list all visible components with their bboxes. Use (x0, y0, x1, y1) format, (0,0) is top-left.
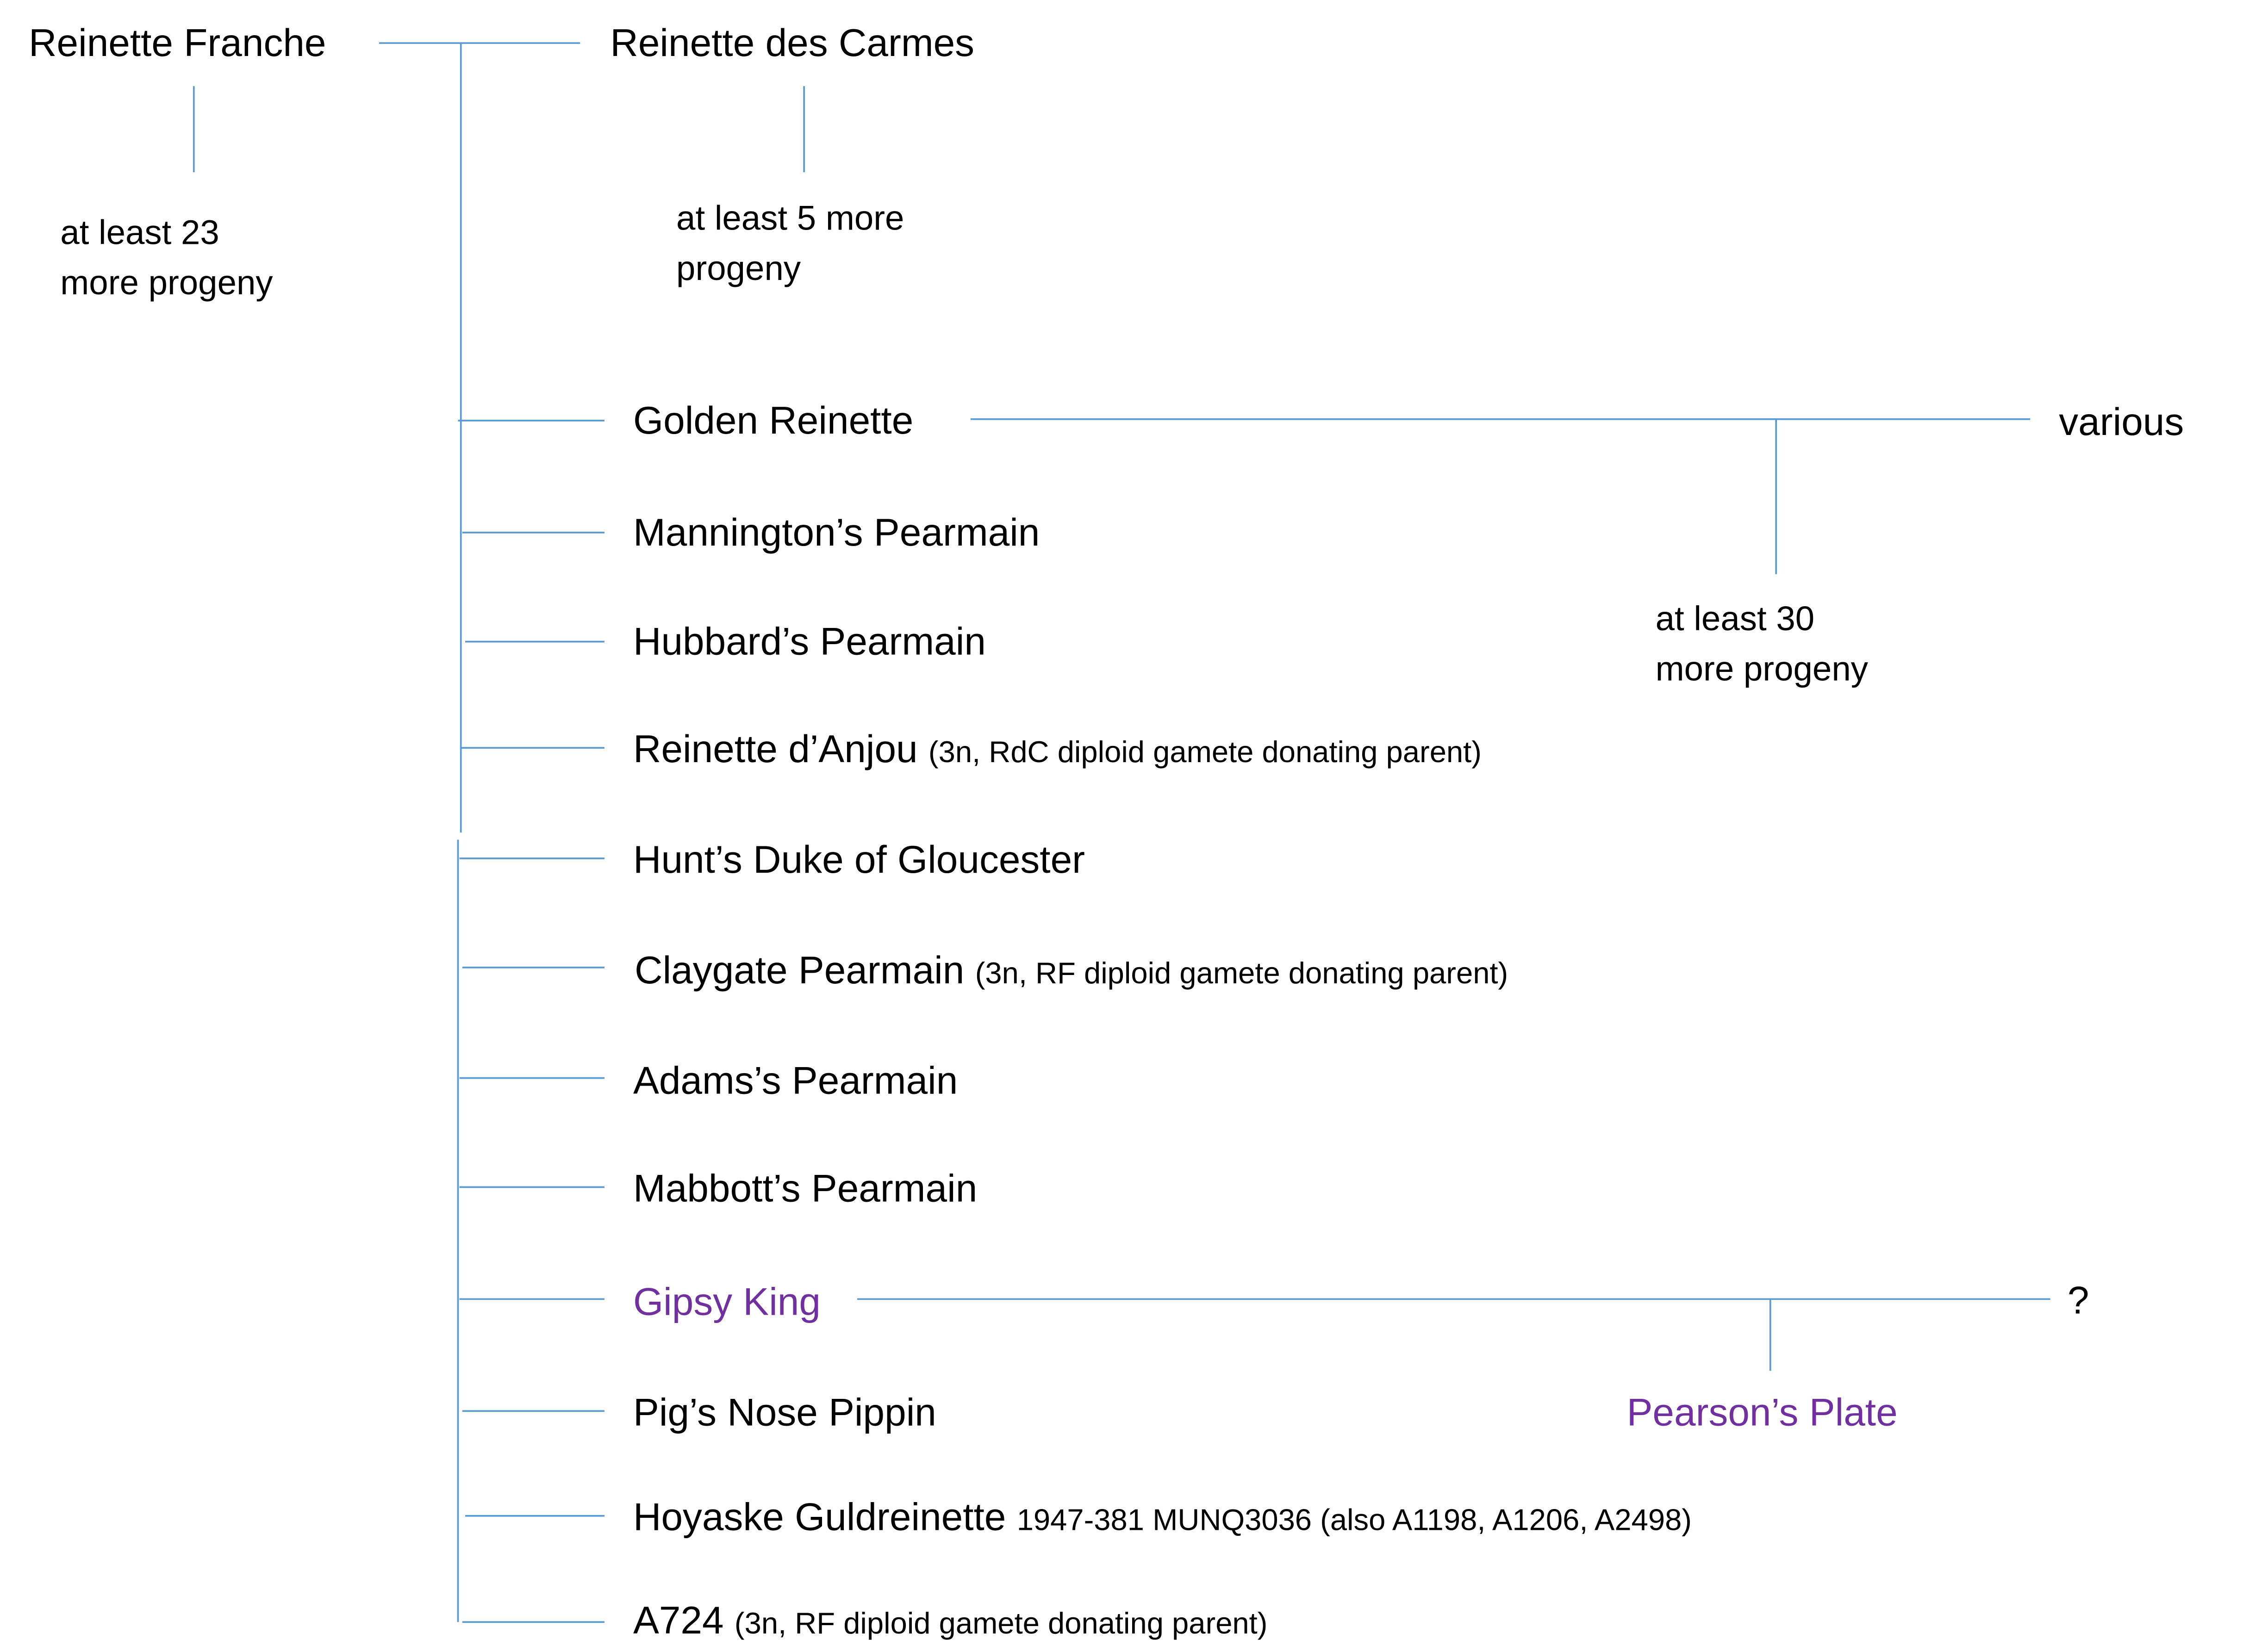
offspring-name: Pig’s Nose Pippin (633, 1391, 936, 1434)
offspring-name: Claygate Pearmain (635, 949, 965, 992)
offspring-pigs-nose-pippin: Pig’s Nose Pippin (633, 1391, 936, 1434)
offspring-note: (3n, RF diploid gamete donating parent) (975, 957, 1508, 991)
rf-progeny-note-line1: at least 23 (60, 214, 219, 253)
offspring-reinette-danjou: Reinette d’Anjou (3n, RdC diploid gamete… (633, 727, 1482, 771)
offspring-claygate-pearmain: Claygate Pearmain (3n, RF diploid gamete… (635, 949, 1508, 992)
offspring-name: Reinette d’Anjou (633, 727, 918, 771)
offspring-manningtons-pearmain: Mannington’s Pearmain (633, 511, 1040, 554)
offspring-name: Hunt’s Duke of Gloucester (633, 838, 1085, 882)
rdc-progeny-note-line2: progeny (676, 249, 801, 288)
offspring-note: (3n, RF diploid gamete donating parent) (734, 1608, 1268, 1641)
offspring-name: Gipsy King (633, 1280, 821, 1324)
offspring-hubbards-pearmain: Hubbard’s Pearmain (633, 620, 986, 664)
golden-progeny-note: at least 30 more progeny (1656, 596, 1868, 696)
offspring-adams-pearmain: Adams’s Pearmain (633, 1062, 958, 1101)
offspring-mabbotts-pearmain: Mabbott’s Pearmain (633, 1167, 978, 1210)
parent-reinette-franche: Reinette Franche (29, 21, 326, 65)
offspring-a724: A724 (3n, RF diploid gamete donating par… (633, 1599, 1268, 1642)
parent-reinette-des-carmes: Reinette des Carmes (610, 21, 975, 65)
offspring-hunts-duke-of-gloucester: Hunt’s Duke of Gloucester (633, 838, 1085, 882)
rdc-progeny-note: at least 5 more progeny (676, 195, 904, 295)
rf-progeny-note: at least 23 more progeny (60, 210, 273, 310)
offspring-hoyaske-guldreinette: Hoyaske Guldreinette 1947-381 MUNQ3036 (… (633, 1498, 1692, 1537)
golden-progeny-note-line1: at least 30 (1655, 600, 1815, 639)
offspring-name: Hubbard’s Pearmain (633, 620, 986, 664)
offspring-name: Mabbott’s Pearmain (633, 1167, 978, 1210)
golden-progeny-note-line2: more progeny (1655, 650, 1868, 689)
offspring-name: Mannington’s Pearmain (633, 511, 1040, 554)
offspring-name: A724 (633, 1599, 724, 1642)
offspring-gipsy-king: Gipsy King (633, 1283, 821, 1322)
offspring-name: Golden Reinette (633, 399, 914, 442)
rdc-progeny-note-line1: at least 5 more (676, 199, 904, 238)
offspring-name: Adams’s Pearmain (633, 1059, 958, 1103)
offspring-golden-reinette: Golden Reinette (633, 399, 914, 442)
offspring-note: (3n, RdC diploid gamete donating parent) (928, 736, 1482, 770)
gipsy-king-other-parent: ? (2067, 1279, 2089, 1322)
offspring-name: Hoyaske Guldreinette (633, 1496, 1006, 1539)
rf-progeny-note-line2: more progeny (60, 264, 273, 303)
offspring-note: 1947-381 MUNQ3036 (also A1198, A1206, A2… (1016, 1504, 1692, 1538)
child-pearsons-plate: Pearson’s Plate (1626, 1391, 1898, 1434)
golden-reinette-other-parent: various (2059, 400, 2184, 444)
